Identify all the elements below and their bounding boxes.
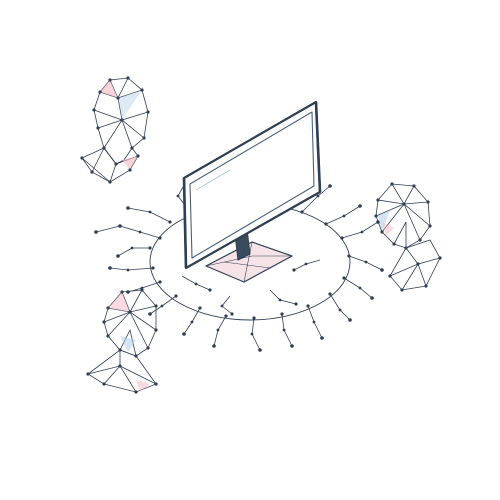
head-bottom-left — [86, 288, 158, 394]
head-top-left — [80, 76, 150, 184]
monitor-icon — [182, 100, 322, 283]
monitor-screen — [189, 111, 315, 259]
head-right — [374, 182, 442, 292]
